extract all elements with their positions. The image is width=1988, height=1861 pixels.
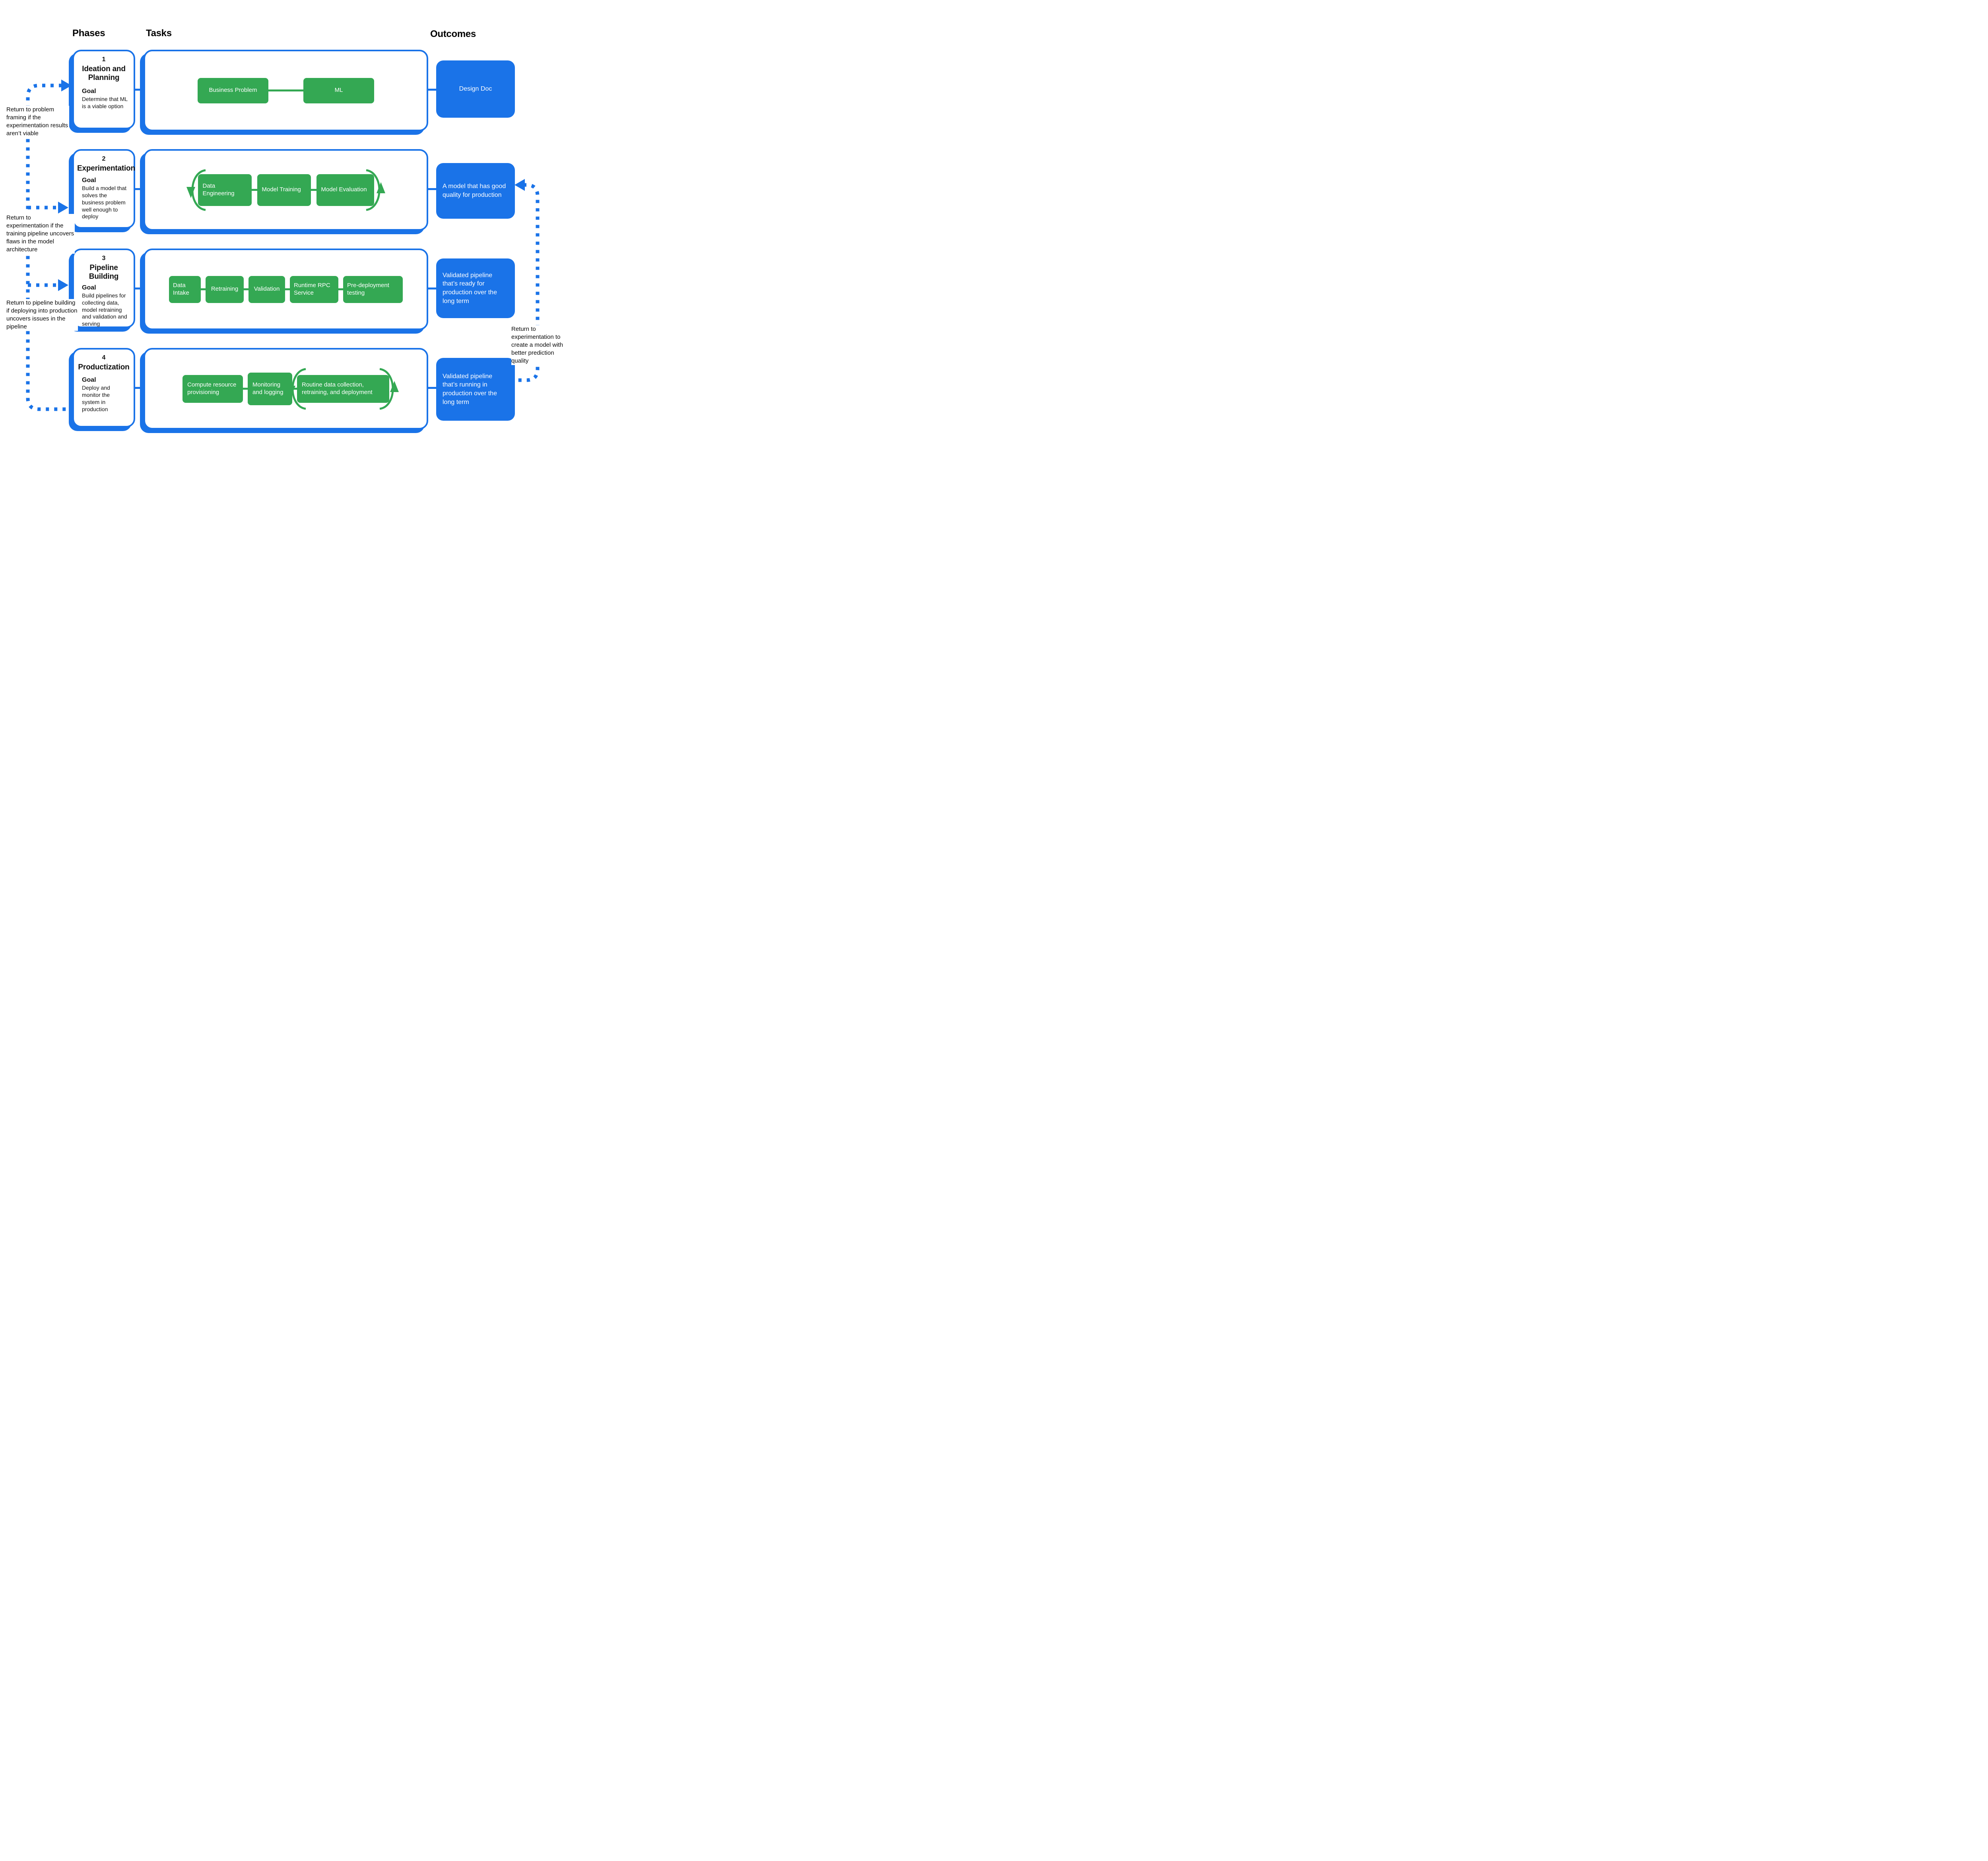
tasks-outcome-connector xyxy=(428,188,437,190)
tasks-box-ideation-planning: Business Problem ML xyxy=(144,50,428,131)
task-routine-data-collection: Routine data collection, retraining, and… xyxy=(297,375,389,403)
loop-arrow-left-icon xyxy=(186,169,206,211)
column-header-outcomes: Outcomes xyxy=(430,29,476,39)
phase-goal: Goal Build a model that solves the busin… xyxy=(77,177,130,221)
phase-title: Pipeline Building xyxy=(89,264,119,281)
task-model-evaluation: Model Evaluation xyxy=(316,174,374,206)
goal-label: Goal xyxy=(82,376,96,383)
task-retraining: Retraining xyxy=(206,276,244,303)
annotation-return-pipeline-building: Return to pipeline building if deploying… xyxy=(6,299,78,331)
task-business-problem: Business Problem xyxy=(198,78,268,103)
loop-arrow-left-icon xyxy=(287,368,306,410)
phase-card-pipeline-building: 3 Pipeline Building Goal Build pipelines… xyxy=(72,249,135,328)
phase-tasks-connector xyxy=(134,387,144,389)
arrowhead-to-ideation-icon xyxy=(61,80,72,91)
phase-title: Productization xyxy=(78,363,130,371)
loop-arrow-right-icon xyxy=(379,368,399,410)
tasks-box-pipeline-building: Data Intake Retraining Validation Runtim… xyxy=(144,249,428,330)
task-pre-deployment-testing: Pre-deployment testing xyxy=(343,276,403,303)
goal-label: Goal xyxy=(82,177,96,184)
column-header-tasks: Tasks xyxy=(146,28,172,39)
task-chain: Data Intake Retraining Validation Runtim… xyxy=(145,250,427,328)
annotation-return-better-prediction: Return to experimentation to create a mo… xyxy=(511,325,564,365)
goal-text: Deploy and monitor the system in product… xyxy=(82,384,110,412)
task-connector xyxy=(251,189,257,191)
phase-number: 1 xyxy=(102,56,106,63)
task-connector xyxy=(292,388,297,390)
goal-text: Build pipelines for collecting data, mod… xyxy=(82,292,127,327)
column-header-phases: Phases xyxy=(72,28,105,39)
task-monitoring-and-logging: Monitoring and logging xyxy=(248,372,292,405)
task-chain: Data Engineering Model Training Model Ev… xyxy=(145,151,427,229)
phase-tasks-connector xyxy=(134,288,144,289)
goal-label: Goal xyxy=(82,87,96,95)
phase-card-experimentation: 2 Experimentation Goal Build a model tha… xyxy=(72,149,135,229)
phase-number: 4 xyxy=(102,354,106,361)
task-connector xyxy=(243,388,248,390)
task-model-training: Model Training xyxy=(257,174,311,206)
task-compute-resource-provisioning: Compute resource provisioning xyxy=(182,375,243,403)
task-data-engineering: Data Engineering xyxy=(198,174,252,206)
annotation-return-experimentation: Return to experimentation if the trainin… xyxy=(6,214,75,254)
outcome-design-doc: Design Doc xyxy=(436,60,515,118)
tasks-outcome-connector xyxy=(428,89,437,91)
arrowhead-to-model-outcome-icon xyxy=(514,179,525,191)
phase-card-productization: 4 Productization Goal Deploy and monitor… xyxy=(72,348,135,427)
task-connector xyxy=(201,288,206,290)
task-validation: Validation xyxy=(248,276,285,303)
tasks-box-productization: Compute resource provisioning Monitoring… xyxy=(144,348,428,429)
phase-goal: Goal Deploy and monitor the system in pr… xyxy=(77,377,130,413)
tasks-outcome-connector xyxy=(428,387,437,389)
phase-number: 2 xyxy=(102,155,106,162)
outcome-validated-pipeline-running: Validated pipeline that’s running in pro… xyxy=(436,358,515,421)
annotation-return-problem-framing: Return to problem framing if the experim… xyxy=(6,106,69,138)
task-data-intake: Data Intake xyxy=(169,276,201,303)
phase-goal: Goal Determine that ML is a viable optio… xyxy=(77,88,130,110)
task-connector xyxy=(311,189,316,191)
phase-title: Ideation and Planning xyxy=(82,65,126,82)
tasks-outcome-connector xyxy=(428,288,437,289)
task-chain: Compute resource provisioning Monitoring… xyxy=(145,350,427,428)
goal-label: Goal xyxy=(82,284,96,291)
phase-number: 3 xyxy=(102,255,106,262)
task-connector xyxy=(268,89,303,91)
loop-arrow-right-icon xyxy=(366,169,385,211)
phase-goal: Goal Build pipelines for collecting data… xyxy=(77,284,130,328)
task-ml: ML xyxy=(303,78,374,103)
phase-card-ideation-planning: 1 Ideation and Planning Goal Determine t… xyxy=(72,50,135,129)
arrowhead-to-pipeline-building-icon xyxy=(58,279,68,291)
task-runtime-rpc-service: Runtime RPC Service xyxy=(290,276,338,303)
goal-text: Determine that ML is a viable option xyxy=(82,95,128,109)
phase-tasks-connector xyxy=(134,188,144,190)
phase-tasks-connector xyxy=(134,89,144,91)
outcome-model-good-quality: A model that has good quality for produc… xyxy=(436,163,515,219)
goal-text: Build a model that solves the business p… xyxy=(82,185,127,220)
task-chain: Business Problem ML xyxy=(145,51,427,130)
outcome-validated-pipeline-ready: Validated pipeline that’s ready for prod… xyxy=(436,258,515,318)
arrowhead-to-experimentation-icon xyxy=(58,202,68,214)
task-connector xyxy=(285,288,290,290)
task-connector xyxy=(338,288,343,290)
phase-title: Experimentation xyxy=(77,164,135,173)
ml-workflow-diagram: Phases Tasks Outcomes 1 Ideation and Pla… xyxy=(0,0,564,465)
tasks-box-experimentation: Data Engineering Model Training Model Ev… xyxy=(144,149,428,231)
task-connector xyxy=(244,288,248,290)
